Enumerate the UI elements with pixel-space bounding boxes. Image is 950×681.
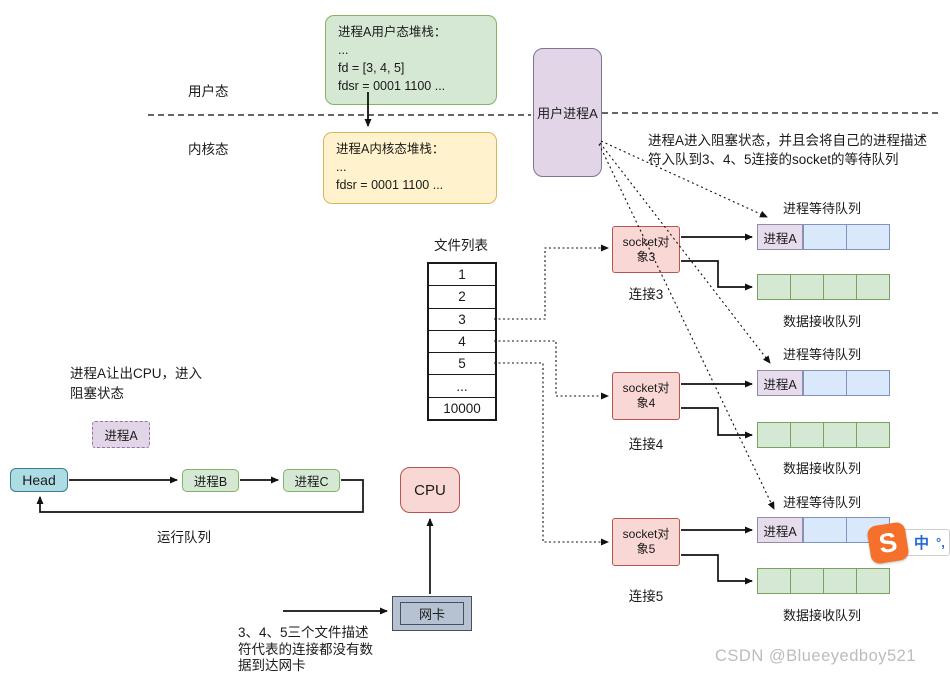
recv-queue-title-3: 数据接收队列 (783, 314, 862, 329)
watermark: CSDN @Blueeyedboy521 (715, 647, 917, 665)
connection-3-label: 连接3 (628, 287, 664, 302)
recv-queue-cell (856, 275, 889, 299)
file-table-title: 文件列表 (434, 238, 488, 253)
recv-queue-cell (856, 423, 889, 447)
wait-queue-cell (803, 518, 846, 542)
kernel-stack-line: ... (336, 160, 347, 174)
nic-note: 3、4、5三个文件描述 符代表的连接都没有数 据到达网卡 (238, 625, 373, 675)
file-table-row: 2 (429, 286, 495, 309)
file-table: 1 2 3 4 5 ... 10000 (427, 262, 497, 422)
yield-cpu-note-line: 进程A让出CPU，进入 (70, 366, 203, 381)
file-table-row: 4 (429, 331, 495, 354)
recv-queue-3 (757, 274, 890, 300)
kernel-stack-box: 进程A内核态堆栈： ... fdsr = 0001 1100 ... (323, 132, 497, 204)
recv-queue-5 (757, 568, 890, 594)
user-process-a-box: 用户进程A (533, 48, 602, 177)
file-table-row: 10000 (443, 400, 481, 416)
nic-note-line: 据到达网卡 (238, 658, 306, 673)
wait-queue-cell (846, 225, 889, 249)
blocked-process-a-box: 进程A (92, 421, 150, 448)
socket-object-5-label: socket对象5 (622, 527, 670, 556)
yield-cpu-note-line: 阻塞状态 (70, 386, 124, 401)
wait-queue-4-process-cell: 进程A (757, 370, 803, 396)
wait-queue-cell (803, 225, 846, 249)
file-table-row: ... (429, 375, 495, 398)
socket-object-4-label: socket对象4 (622, 381, 670, 410)
input-method-lang-indicator[interactable]: 中 (914, 535, 930, 552)
recv-queue-cell (790, 275, 823, 299)
input-method-punct-indicator[interactable]: °, (936, 535, 945, 550)
user-process-a-label: 用户进程A (537, 106, 598, 121)
file-table-row: 3 (429, 309, 495, 331)
wait-queue-4: 进程A (757, 370, 890, 396)
wait-queue-cell (846, 371, 889, 395)
user-stack-title: 进程A用户态堆栈： (338, 25, 447, 39)
user-mode-label: 用户态 (188, 84, 229, 99)
recv-queue-cell (790, 423, 823, 447)
wait-queue-title-4: 进程等待队列 (783, 347, 862, 362)
cpu-box: CPU (400, 467, 460, 513)
socket-object-5-box: socket对象5 (612, 518, 680, 566)
recv-queue-cell (758, 569, 790, 593)
run-queue-process-b-node: 进程B (182, 469, 239, 492)
file-table-row: 5 (429, 353, 495, 376)
fan-arrows (598, 140, 775, 510)
connection-4-label: 连接4 (628, 437, 664, 452)
recv-queue-cell (758, 423, 790, 447)
sogou-input-icon[interactable]: S (866, 521, 910, 565)
user-stack-line: fdsr = 0001 1100 ... (338, 79, 446, 93)
connection-5-label: 连接5 (628, 589, 664, 604)
recv-queue-title-5: 数据接收队列 (783, 608, 862, 623)
user-stack-line: ... (338, 43, 349, 57)
recv-queue-cell (790, 569, 823, 593)
wait-queue-title-3: 进程等待队列 (783, 201, 862, 216)
wait-queue-cell (803, 371, 846, 395)
socket-object-3-label: socket对象3 (622, 234, 670, 264)
blocking-note-line: 进程A进入阻塞状态，并且会将自己的进程描述 (648, 133, 928, 148)
user-stack-box: 进程A用户态堆栈： ... fd = [3, 4, 5] fdsr = 0001… (325, 15, 497, 105)
recv-queue-cell (856, 569, 889, 593)
recv-queue-cell (823, 275, 856, 299)
socket-object-4-box: socket对象4 (612, 372, 680, 420)
socket-object-3-box: socket对象3 (612, 226, 680, 273)
wait-queue-3-process-cell: 进程A (757, 224, 803, 250)
blocking-note-line: 符入队到3、4、5连接的socket的等待队列 (648, 152, 899, 167)
run-queue-head-node: Head (10, 468, 68, 492)
kernel-stack-title: 进程A内核态堆栈： (336, 142, 445, 156)
yield-cpu-note: 进程A让出CPU，进入 阻塞状态 (70, 364, 202, 404)
recv-queue-cell (823, 569, 856, 593)
user-stack-line: fd = [3, 4, 5] (338, 61, 405, 75)
run-queue-label: 运行队列 (157, 530, 211, 545)
sogou-logo-letter: S (876, 526, 900, 559)
fd-table-connectors (494, 244, 609, 546)
run-queue-process-c-node: 进程C (283, 469, 340, 492)
wait-queue-3: 进程A (757, 224, 890, 250)
kernel-mode-label: 内核态 (188, 142, 229, 157)
recv-queue-4 (757, 422, 890, 448)
recv-queue-title-4: 数据接收队列 (783, 461, 862, 476)
nic-inner-box: 网卡 (400, 602, 464, 625)
nic-note-line: 符代表的连接都没有数 (238, 641, 373, 657)
wait-queue-5-process-cell: 进程A (757, 517, 803, 543)
file-table-row: 1 (429, 264, 495, 287)
nic-note-line: 3、4、5三个文件描述 (238, 625, 369, 640)
kernel-stack-line: fdsr = 0001 1100 ... (336, 178, 444, 192)
socket-to-queue-arrows (681, 233, 753, 585)
recv-queue-cell (758, 275, 790, 299)
recv-queue-cell (823, 423, 856, 447)
blocking-note: 进程A进入阻塞状态，并且会将自己的进程描述 符入队到3、4、5连接的socket… (648, 131, 927, 169)
wait-queue-cell (846, 518, 889, 542)
wait-queue-title-5: 进程等待队列 (783, 495, 862, 510)
nic-box: 网卡 (392, 596, 472, 631)
